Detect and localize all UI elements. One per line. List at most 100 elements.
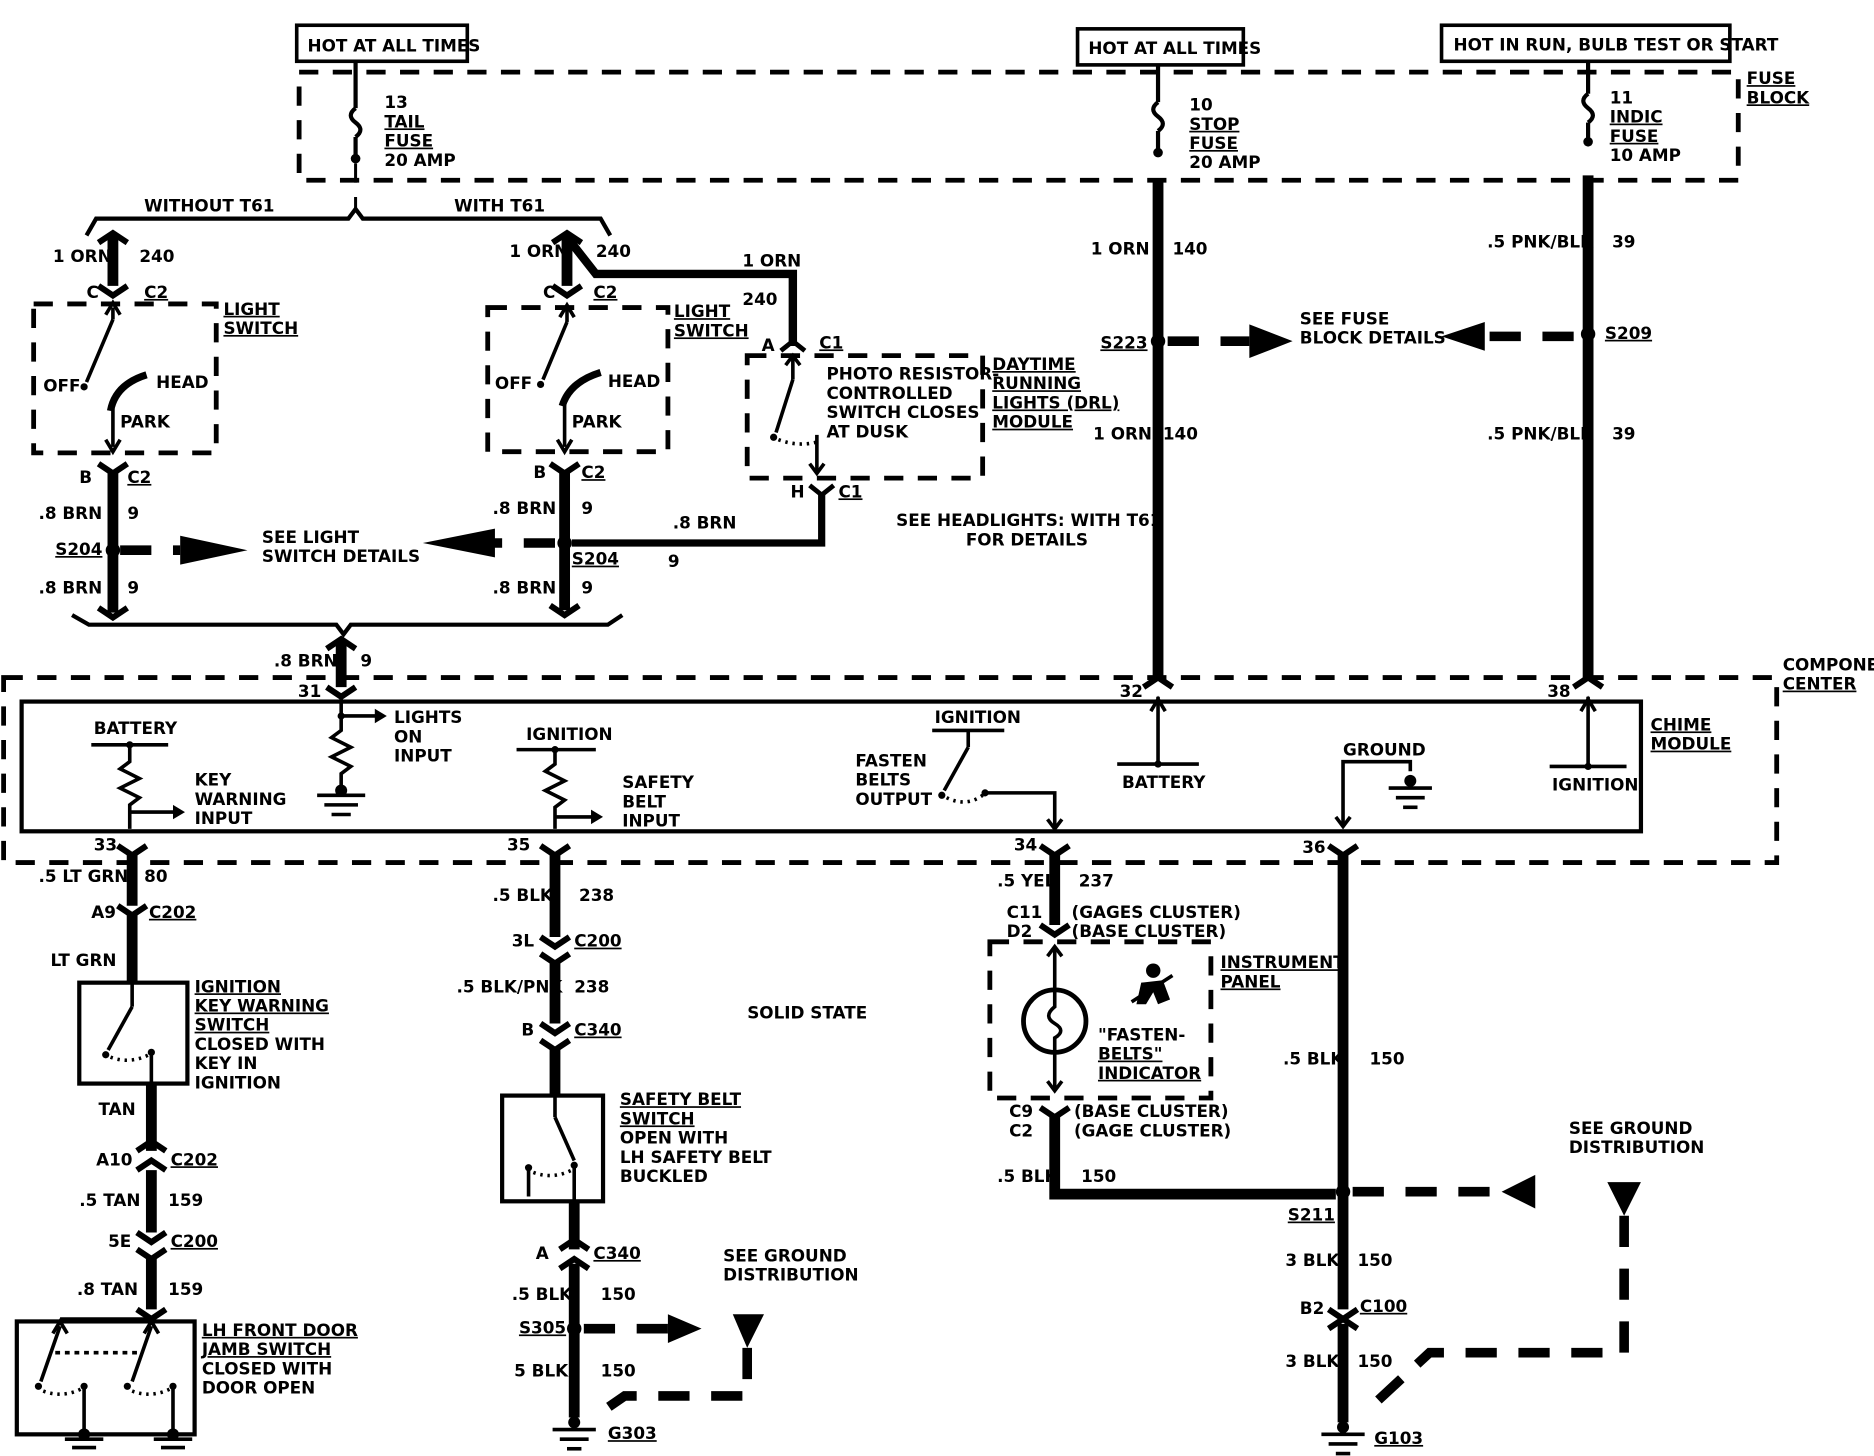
wire-237-label: 237 [1079,871,1114,891]
ip-blk5-label: .5 BLK [997,1166,1058,1186]
c100-label: C100 [1360,1296,1407,1316]
left-c-label: C [86,282,98,302]
chime-module-label: CHIME [1651,714,1712,734]
drl-module-label-2: RUNNING [992,373,1081,393]
wire-150-label-2: 150 [601,1361,636,1381]
safety-belt-input-label: SAFETY [622,772,695,792]
pin-35: 35 [507,835,530,855]
key-warning-input-label: KEY [195,770,232,790]
indic-fuse-fuse: FUSE [1610,126,1659,146]
indic-pnk-label-2: .5 PNK/BLK [1487,424,1594,444]
fasten-belts-output-label: FASTEN [855,750,927,770]
component-center-label-2: CENTER [1783,674,1857,694]
instrument-panel-label: INSTRUMENT [1221,952,1346,972]
see-headlights-note: SEE HEADLIGHTS: WITH T61 [896,510,1161,530]
indic-39-label-2: 39 [1612,424,1635,444]
ign-key-switch-note-2: KEY IN [195,1053,258,1073]
merge-9-label: 9 [360,651,372,671]
right-9-label-2: 9 [581,577,593,597]
see-light-switch-note-2: SWITCH DETAILS [262,546,420,566]
component-center: COMPONENT CENTER CHIME MODULE BATTERY KE… [1,654,1874,865]
fasten-indicator-label-2: BELTS" [1098,1044,1163,1064]
left-head-label: HEAD [156,372,209,392]
blk5-label: .5 BLK [493,885,554,905]
drl-a-label: A [762,335,775,355]
right-orn-label: 1 ORN [509,241,568,261]
left-orn-label: 1 ORN [53,246,112,266]
photo-resistor-label: PHOTO RESISTOR- [826,364,999,384]
left-park-label: PARK [120,412,171,432]
pin-36: 36 [1302,837,1325,857]
gnd-150-label-3: 150 [1357,1351,1392,1371]
right-brn-label-2: .8 BRN [493,577,557,597]
fasten-belts-output-label-3: OUTPUT [855,789,932,809]
left-240-label: 240 [139,246,174,266]
s209-label: S209 [1605,323,1652,343]
c200-label-2: C200 [574,931,621,951]
key-warning-circuit: 33 .5 LT GRN 80 A9 C202 LT GRN IGNITION … [14,835,358,1450]
ign-key-switch-label: IGNITION [195,976,281,996]
light-switch-right: 1 ORN 240 C C2 LIGHT SWITCH OFF HEAD PAR… [422,229,749,619]
c340-label-2: C340 [593,1243,640,1263]
drl-module-label-3: LIGHTS (DRL) [992,392,1119,412]
with-t61-label: WITH T61 [454,195,545,215]
drl-c1-label: C1 [819,332,843,352]
see-ground-note-1: SEE GROUND [723,1245,847,1265]
right-off-label: OFF [495,373,532,393]
lt-grn-label-2: LT GRN [50,950,116,970]
stop-fuse-num: 10 [1189,95,1212,115]
door-jamb-note: CLOSED WITH [202,1358,332,1378]
5e-label: 5E [108,1231,131,1251]
right-c-label: C [543,282,555,302]
merge-brn-label: .8 BRN [274,651,338,671]
light-switch-left: 1 ORN 240 C C2 LIGHT SWITCH OFF HEAD PAR… [31,229,420,622]
safety-belt-circuit: 35 .5 BLK 238 3L C200 .5 BLK/PNK 238 B C… [456,835,859,1451]
tail-fuse-name: TAIL [384,111,424,131]
s223-label: S223 [1100,332,1147,352]
stop-orn-label: 1 ORN [1091,239,1150,259]
c340-a-label: A [536,1243,549,1263]
right-s204-label: S204 [572,549,619,569]
ign-key-switch-note-3: IGNITION [195,1072,281,1092]
stop-orn-label-2: 1 ORN [1093,424,1152,444]
safety-belt-note: OPEN WITH [620,1128,728,1148]
right-c2-label: C2 [593,282,617,302]
drl-module: 1 ORN 240 A C1 PHOTO RESISTOR- CONTROLLE… [566,237,1161,571]
gnd-150-label-2: 150 [1357,1250,1392,1270]
right-brn-label: .8 BRN [493,498,557,518]
pin-33: 33 [94,835,117,855]
left-light-switch-label: LIGHT [223,299,280,319]
indic-pnk-label: .5 PNK/BLK [1487,231,1594,251]
safety-belt-note-3: BUCKLED [620,1166,708,1186]
base-cluster-label-2: (BASE CLUSTER) [1074,1101,1229,1121]
stop-fuse-amp: 20 AMP [1189,152,1260,172]
key-warning-input-label-2: WARNING [195,789,287,809]
chime-battery-label-2: BATTERY [1122,772,1206,792]
drl-orn-label: 1 ORN [742,251,801,271]
fuse-block: FUSE BLOCK 13 TAIL FUSE 20 AMP 10 STOP F… [296,61,1811,212]
stop-fuse-fuse: FUSE [1189,133,1238,153]
key-warning-input-label-3: INPUT [195,808,253,828]
right-light-switch-label-2: SWITCH [674,320,749,340]
tan-label: TAN [99,1099,136,1119]
right-c2b-label: C2 [581,462,605,482]
left-c2-label: C2 [144,282,168,302]
d2-label: D2 [1007,921,1033,941]
safety-belt-switch-label-2: SWITCH [620,1108,695,1128]
gnd-blk3-label: 3 BLK [1285,1250,1340,1270]
right-9-label: 9 [581,498,593,518]
pin-31: 31 [298,681,321,701]
see-fuse-block-note-2: BLOCK DETAILS [1300,328,1446,348]
lt-grn-label: .5 LT GRN [38,866,128,886]
gnd-blk3-label-2: 3 BLK [1285,1351,1340,1371]
fasten-belts-output-label-2: BELTS [855,770,911,790]
c340-b-label: B [521,1020,534,1040]
a10-label: A10 [96,1149,132,1169]
stop-140-label-2: 140 [1163,424,1198,444]
gages-cluster-label: (GAGES CLUSTER) [1072,902,1241,922]
gage-cluster-label: (GAGE CLUSTER) [1074,1120,1231,1140]
pin-32: 32 [1120,681,1143,701]
s211-label: S211 [1288,1205,1335,1225]
fuse-block-label-2: BLOCK [1747,87,1811,107]
